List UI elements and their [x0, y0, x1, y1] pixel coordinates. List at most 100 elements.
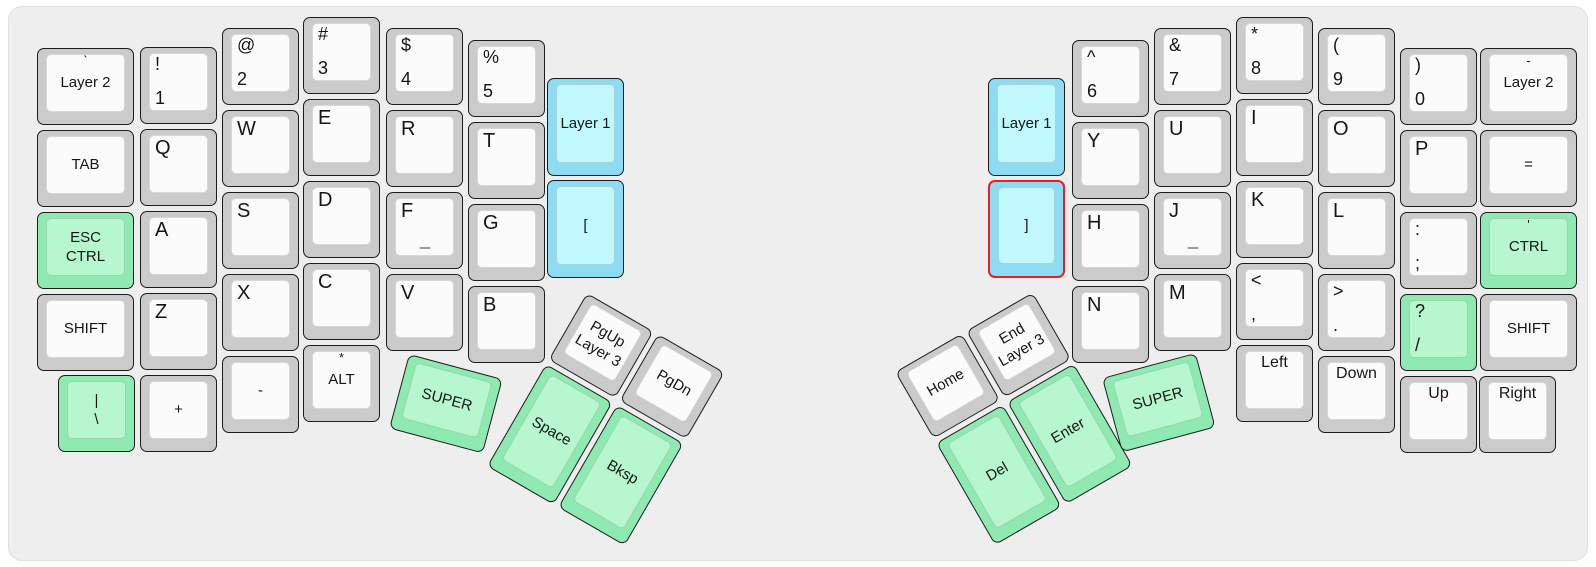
key-2[interactable]: @2	[222, 28, 299, 105]
key-shift-left[interactable]: SHIFT	[37, 294, 134, 371]
key-question-slash[interactable]: ?/	[1400, 294, 1477, 371]
key-a[interactable]: A	[140, 211, 217, 288]
key-label: Layer 1	[1001, 114, 1052, 132]
key-q[interactable]: Q	[140, 129, 217, 206]
key-j[interactable]: J	[1154, 192, 1231, 269]
key-left-bracket[interactable]: [	[547, 180, 624, 278]
key-semicolon[interactable]: :;	[1400, 212, 1477, 289]
key-5[interactable]: %5	[468, 40, 545, 117]
key-equals[interactable]: =	[1480, 130, 1577, 207]
key-o[interactable]: O	[1318, 110, 1395, 187]
keycap-top: S	[231, 198, 290, 256]
key-i[interactable]: I	[1236, 99, 1313, 176]
key-0[interactable]: )0	[1400, 48, 1477, 125]
key-minus-left[interactable]: -	[222, 356, 299, 433]
key-label: 9	[1333, 69, 1344, 90]
key-super-left[interactable]: SUPER	[389, 354, 503, 454]
key-e[interactable]: E	[303, 99, 380, 176]
key-label: R	[401, 118, 416, 140]
key-3[interactable]: #3	[303, 17, 380, 94]
key-quote-ctrl[interactable]: 'CTRL	[1480, 212, 1577, 289]
key-label: X	[237, 282, 251, 304]
key-8[interactable]: *8	[1236, 17, 1313, 94]
key-label: ^	[1087, 47, 1096, 67]
key-layer1-right[interactable]: Layer 1	[988, 78, 1065, 176]
key-right-bracket[interactable]: ]	[988, 180, 1065, 278]
key-label: Up	[1428, 385, 1449, 402]
key-u[interactable]: U	[1154, 110, 1231, 187]
key-n[interactable]: N	[1072, 286, 1149, 363]
key-k[interactable]: K	[1236, 181, 1313, 258]
key-label: !	[155, 54, 161, 74]
keycap-top: Y	[1081, 128, 1140, 186]
keycap-top: 'CTRL	[1489, 217, 1568, 276]
key-r[interactable]: R	[386, 110, 463, 187]
keycap-top: `Layer 2	[46, 53, 125, 112]
keycap-top: ?/	[1409, 300, 1468, 358]
key-pipe-backslash[interactable]: |\	[58, 375, 135, 452]
key-label: |\	[94, 391, 99, 429]
key-7[interactable]: &7	[1154, 28, 1231, 105]
key-asterisk-alt[interactable]: *ALT	[303, 345, 380, 422]
keycap-top: SHIFT	[46, 300, 125, 358]
keycap-top: *8	[1245, 23, 1304, 81]
key-t[interactable]: T	[468, 122, 545, 199]
key-m[interactable]: M	[1154, 274, 1231, 351]
key-9[interactable]: (9	[1318, 28, 1395, 105]
key-l[interactable]: L	[1318, 192, 1395, 269]
key-plus[interactable]: +	[140, 375, 217, 452]
key-p[interactable]: P	[1400, 130, 1477, 207]
keycap-top: F	[395, 198, 454, 256]
key-minus-layer2[interactable]: -Layer 2	[1480, 48, 1577, 125]
key-z[interactable]: Z	[140, 293, 217, 370]
key-y[interactable]: Y	[1072, 122, 1149, 199]
key-w[interactable]: W	[222, 110, 299, 187]
keycap-top: &7	[1163, 34, 1222, 92]
key-tab[interactable]: TAB	[37, 130, 134, 207]
key-6[interactable]: ^6	[1072, 40, 1149, 117]
key-g[interactable]: G	[468, 204, 545, 281]
key-label: PgDn	[653, 366, 695, 401]
key-label: P	[1415, 138, 1429, 160]
key-label: (	[1333, 35, 1339, 55]
key-d[interactable]: D	[303, 181, 380, 258]
key-1[interactable]: !1	[140, 47, 217, 124]
key-label: O	[1333, 118, 1349, 140]
key-comma[interactable]: <,	[1236, 263, 1313, 340]
key-c[interactable]: C	[303, 263, 380, 340]
key-right-arrow[interactable]: Right	[1479, 376, 1556, 453]
key-4[interactable]: $4	[386, 28, 463, 105]
key-label: Y	[1087, 130, 1101, 152]
key-period[interactable]: >.	[1318, 274, 1395, 351]
key-super-right[interactable]: SUPER	[1102, 352, 1216, 453]
key-label: Down	[1336, 365, 1377, 382]
key-f[interactable]: F	[386, 192, 463, 269]
key-grave-layer2[interactable]: `Layer 2	[37, 48, 134, 125]
keycap-top: X	[231, 280, 290, 338]
key-x[interactable]: X	[222, 274, 299, 351]
keycap-top: -	[231, 362, 290, 420]
keycap-top: -Layer 2	[1489, 53, 1568, 112]
key-label: 3	[318, 58, 329, 79]
key-down-arrow[interactable]: Down	[1318, 356, 1395, 433]
keycap-top: O	[1327, 116, 1386, 174]
keycap-top: E	[312, 105, 371, 163]
key-label: -	[258, 382, 263, 400]
key-h[interactable]: H	[1072, 204, 1149, 281]
key-b[interactable]: B	[468, 286, 545, 363]
keycap-top: <,	[1245, 269, 1304, 327]
keycap-top: (9	[1327, 34, 1386, 92]
key-layer1-left[interactable]: Layer 1	[547, 78, 624, 176]
key-label: Layer 2	[1503, 74, 1554, 92]
key-label: ]	[1024, 216, 1029, 234]
key-v[interactable]: V	[386, 274, 463, 351]
key-label: <	[1251, 270, 1262, 290]
key-up-arrow[interactable]: Up	[1400, 376, 1477, 453]
key-left-arrow[interactable]: Left	[1236, 345, 1313, 422]
key-shift-right[interactable]: SHIFT	[1480, 294, 1577, 371]
key-s[interactable]: S	[222, 192, 299, 269]
